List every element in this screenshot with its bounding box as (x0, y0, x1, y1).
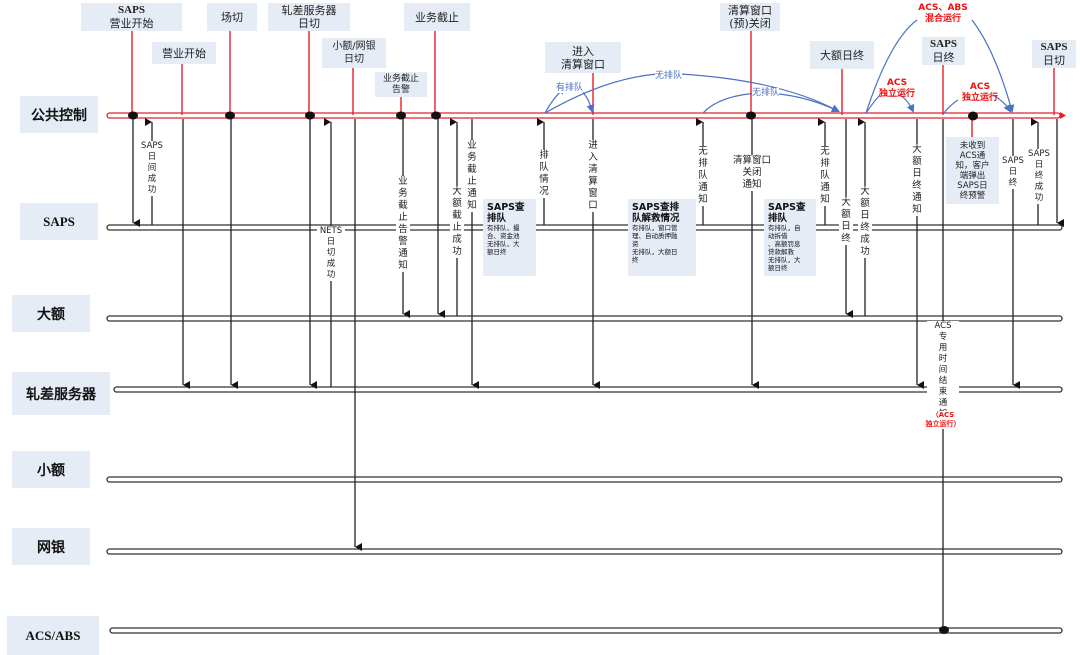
lane-label-large: 大额 (12, 295, 90, 332)
lane-label-public: 公共控制 (20, 96, 98, 133)
event-saps-eod: SAPS 日终 (922, 37, 965, 65)
annotation-acs-standalone-2: ACS 独立运行 (961, 82, 998, 103)
event-label: 业务截止 (415, 10, 459, 24)
lane-line-public (106, 112, 1066, 119)
msg-large-eod: 大 额 日 终 (839, 197, 853, 245)
event-label: 日终 (932, 51, 955, 64)
msg-no-queue-notice-1: 无 排 队 通 知 (696, 146, 710, 206)
lane-line-small (106, 476, 1063, 483)
event-label: 进入 (572, 44, 594, 58)
msg-large-eod-success: 大 额 日 终 成 功 (858, 186, 872, 258)
event-enter-window: 进入 清算窗口 (545, 42, 621, 73)
event-label: SAPS (930, 38, 957, 50)
saps-eod-warning-box: 未收到 ACS通 知，客户 端弹出 SAPS日 终预警 (946, 137, 999, 204)
event-label: (预)关闭 (729, 17, 771, 30)
event-small-cut: 小额/网银 日切 (322, 38, 386, 68)
msg-queue-status: 排 队 情 况 (537, 150, 551, 198)
msg-acs-end-notice-red: （ACS 独立运行） (918, 411, 968, 429)
note-title: SAPS查 排队 (768, 202, 806, 224)
lane-label-acs: ACS/ABS (7, 616, 99, 655)
event-dots (128, 111, 978, 634)
lane-line-large (106, 315, 1063, 322)
event-label: 营业开始 (162, 46, 206, 60)
note-queue-2: SAPS查排 队解救情况 有排队，窗口管 理、自动质押融 资 无排队，大额日 终 (628, 199, 696, 276)
event-label: 业务截止 (382, 73, 419, 84)
msg-saps-day-success: SAPS 日 间 成 功 (138, 141, 166, 196)
annotation-acs-standalone-1: ACS 独立运行 (878, 78, 915, 99)
note-body: 有排队，自 动拆借 、高额罚息 贷款解救 无排队，大 额日终 (768, 224, 801, 272)
event-label: 大额日终 (820, 48, 864, 62)
event-label: 告警 (391, 84, 410, 95)
msg-large-cutoff-success: 大 额 截 止 成 功 (450, 186, 464, 258)
event-label: 清算窗口 (728, 4, 772, 17)
lane-label-netbank: 网银 (12, 528, 90, 565)
event-label: SAPS (1040, 41, 1068, 53)
event-label: 轧差服务器 (281, 4, 337, 17)
msg-large-eod-notice: 大 额 日 终 通 知 (910, 144, 924, 216)
event-label: 日切 (1043, 54, 1065, 67)
event-cutoff: 业务截止 (404, 3, 470, 31)
msg-saps-eod-success: SAPS 日 终 成 功 (1025, 149, 1053, 204)
msg-enter-window: 进 入 清 算 窗 口 (586, 140, 600, 212)
msg-close-window-notice: 清算窗口 关闭 通知 (727, 155, 777, 191)
lane-label-small: 小额 (12, 451, 90, 488)
branch-label-no-queue-1: 无排队 (655, 71, 683, 81)
lane-label-netting: 轧差服务器 (12, 372, 110, 415)
event-saps-open: SAPS 营业开始 (81, 3, 182, 31)
event-saps-daycut: SAPS 日切 (1032, 40, 1076, 68)
annotation-acs-abs-mixed: ACS、ABS 混合运行 (918, 3, 968, 24)
msg-no-queue-notice-2: 无 排 队 通 知 (818, 146, 832, 206)
event-label: 营业开始 (109, 17, 154, 30)
lane-line-netbank (106, 548, 1063, 555)
msg-cutoff-alert-notice: 业 务 截 止 告 警 通 知 (396, 176, 410, 272)
lane-line-acs (109, 627, 1063, 634)
event-open: 营业开始 (152, 42, 216, 64)
event-label: 清算窗口 (561, 57, 605, 71)
lane-label-saps: SAPS (20, 203, 98, 240)
msg-nets-cut-success: NETS 日 切 成 功 (317, 226, 345, 281)
event-label: 场切 (221, 10, 243, 24)
msg-saps-eod: SAPS 日 终 (999, 156, 1027, 189)
lane-line-saps (106, 224, 1063, 231)
note-body: 有排队，窗口管 理、自动质押融 资 无排队，大额日 终 (632, 224, 678, 264)
branch-label-no-queue-2: 无排队 (752, 88, 780, 98)
event-label: 日切 (344, 54, 364, 65)
msg-acs-end-notice: ACS 专 用 时 间 结 束 通 知 (927, 321, 959, 420)
branch-label-has-queue: 有排队 (556, 83, 584, 93)
event-cutoff-alert: 业务截止 告警 (375, 72, 427, 97)
event-field-cut: 场切 (207, 3, 257, 31)
event-label: SAPS (118, 4, 145, 16)
event-netting-cut: 轧差服务器 日切 (268, 3, 350, 31)
event-label: 小额/网银 (332, 41, 376, 52)
note-queue-3: SAPS查 排队 有排队，自 动拆借 、高额罚息 贷款解救 无排队，大 额日终 (764, 199, 816, 276)
note-title: SAPS查排 队解救情况 (632, 202, 680, 224)
note-body: 有排队，撮 合、资金池 无排队，大 额日终 (487, 224, 520, 256)
msg-cutoff-notice: 业 务 截 止 通 知 (465, 140, 479, 212)
note-title: SAPS查 排队 (487, 202, 525, 224)
event-close-window: 清算窗口 (预)关闭 (720, 3, 780, 31)
note-queue-1: SAPS查 排队 有排队，撮 合、资金池 无排队，大 额日终 (483, 199, 536, 276)
lane-line-netting (113, 386, 1063, 393)
event-large-eod: 大额日终 (810, 41, 874, 69)
event-label: 日切 (298, 17, 320, 30)
